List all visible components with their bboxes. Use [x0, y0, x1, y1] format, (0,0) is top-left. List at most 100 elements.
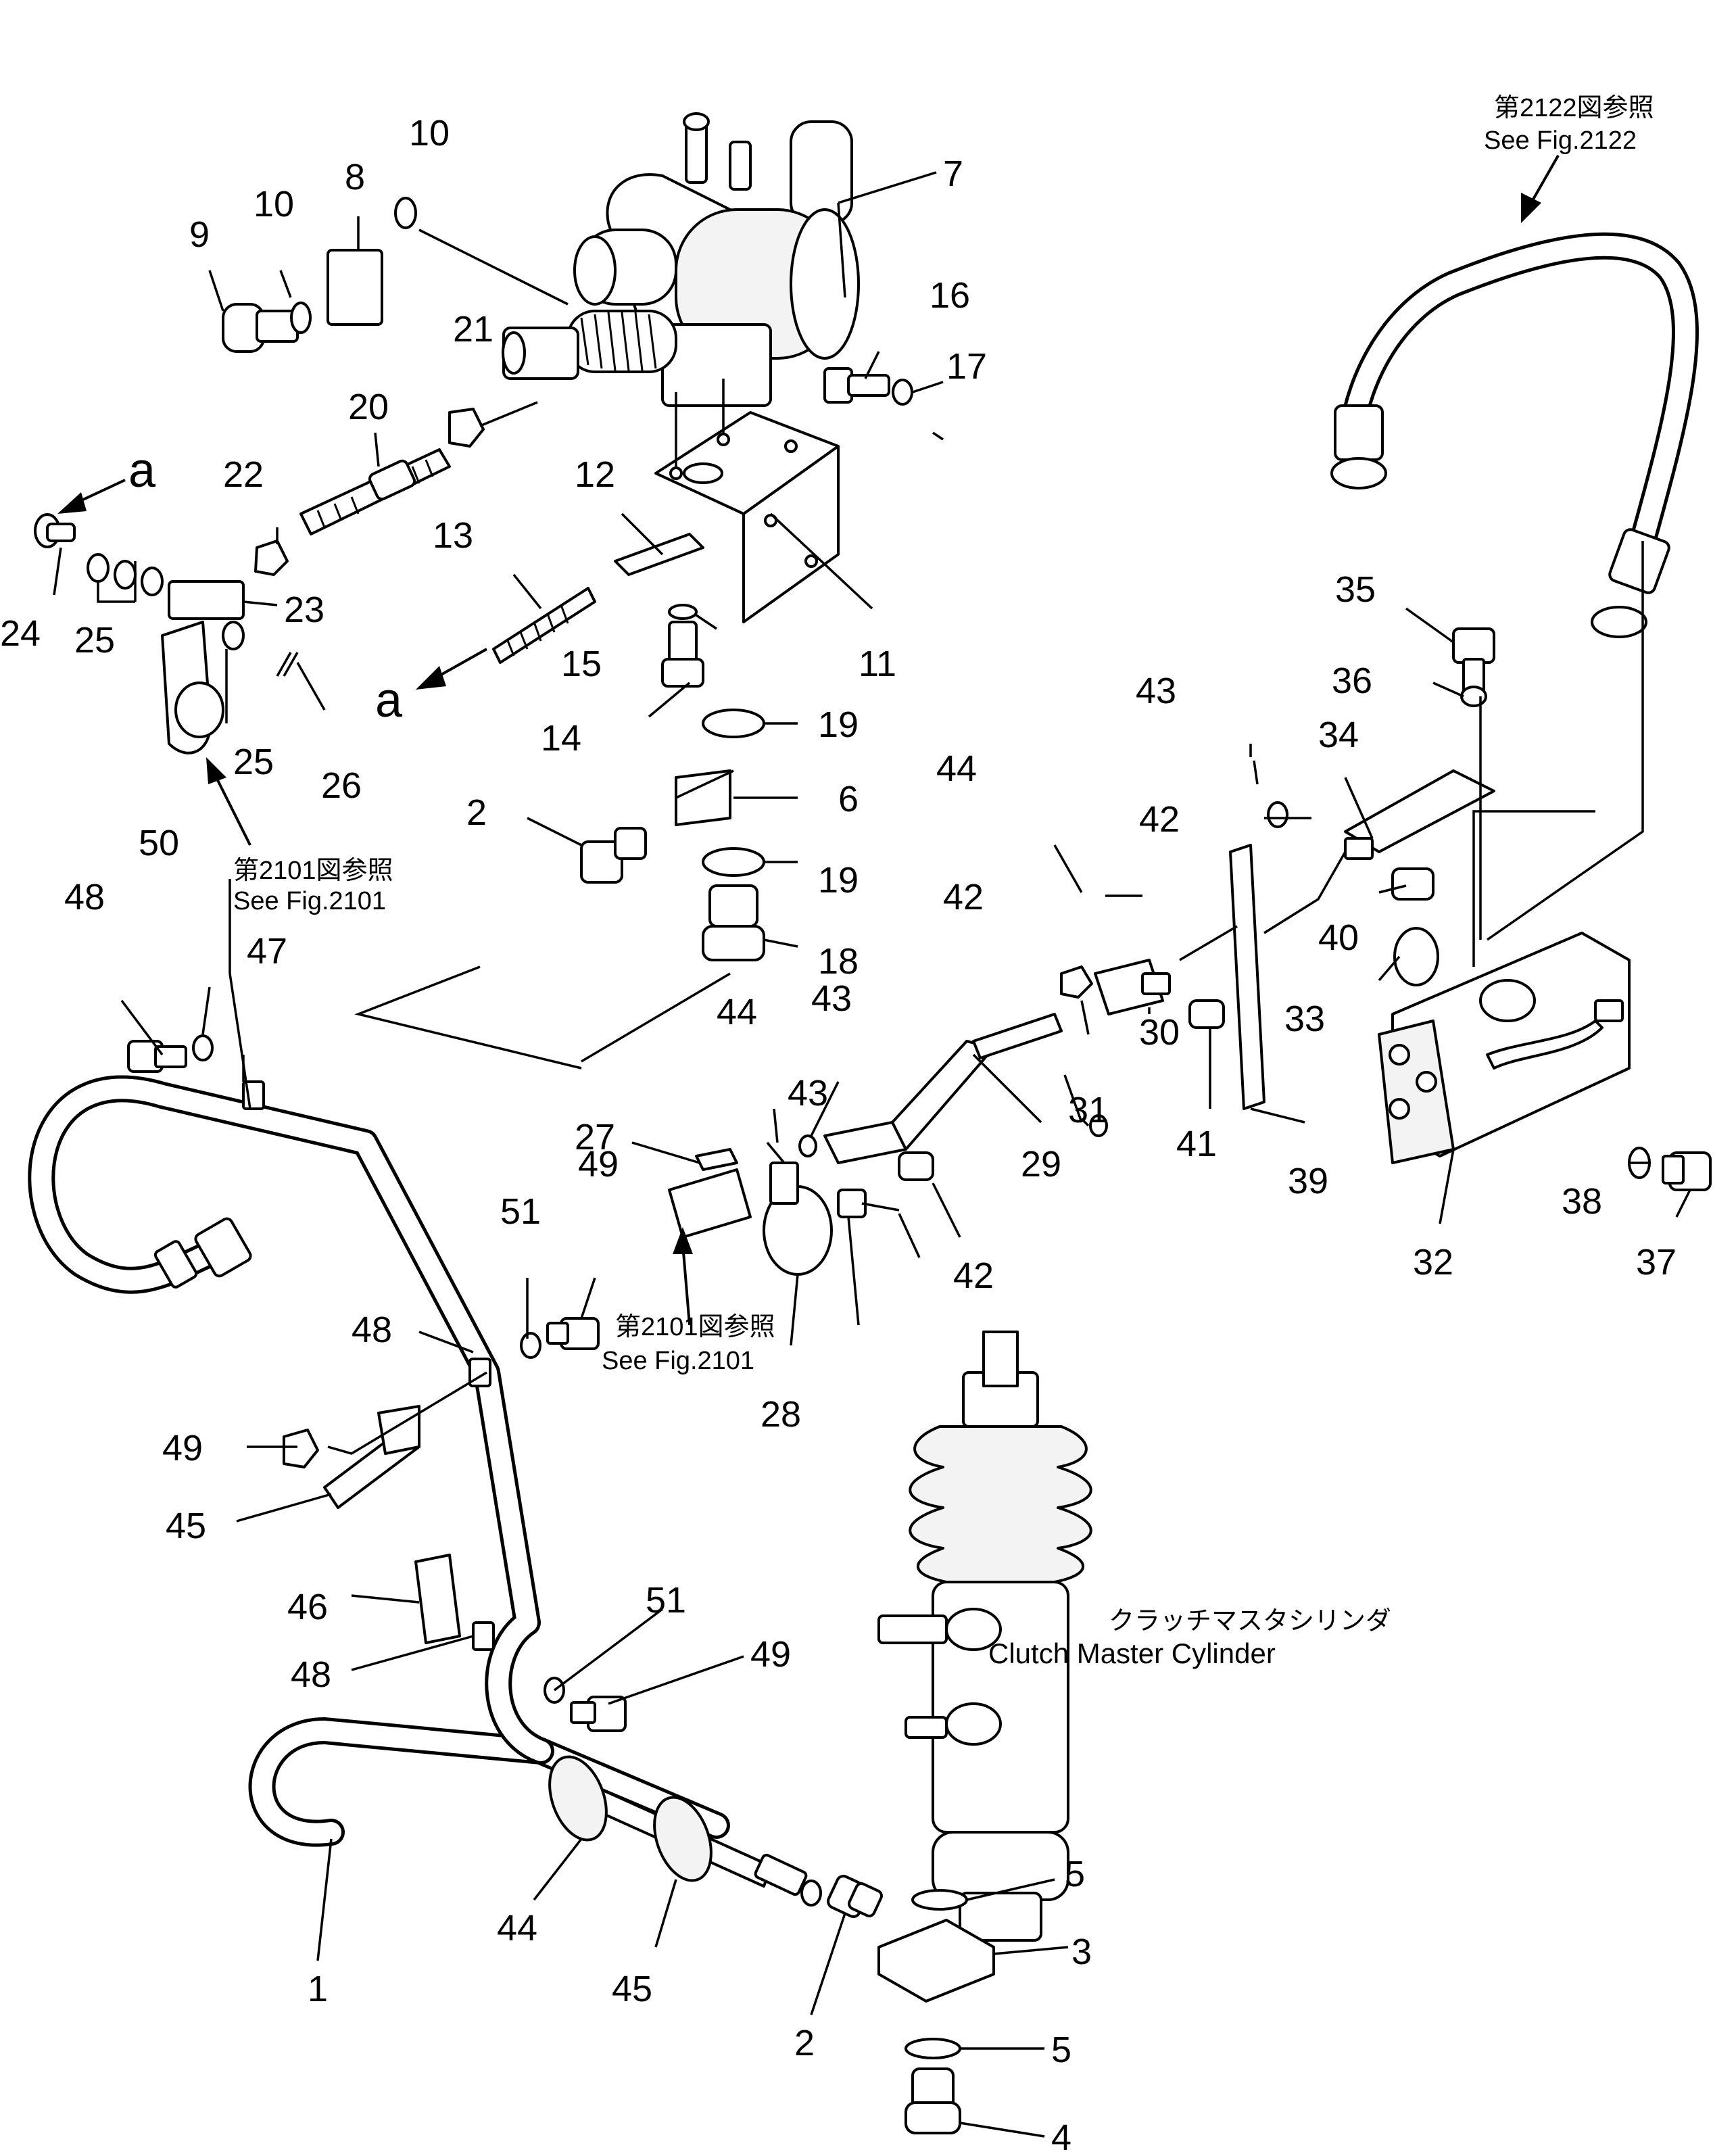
- callout: 19: [818, 860, 859, 901]
- washer-15: [668, 604, 698, 620]
- callout: 35: [1335, 569, 1376, 610]
- callout: 34: [1318, 715, 1359, 755]
- washer-38: [1460, 686, 1487, 707]
- clevis-32: [1094, 959, 1171, 1015]
- callout-numbers: 1 2 2 3 4 5 5 6 7 8 9 10 10 11 12 13 14 …: [0, 113, 1677, 2154]
- callout: 47: [247, 931, 287, 972]
- pin-24: [34, 513, 76, 548]
- cotter-pin-44b: [766, 1141, 786, 1164]
- callout: 8: [345, 157, 365, 197]
- callout: 22: [223, 454, 264, 495]
- block-6: [675, 769, 731, 826]
- plate-47: [414, 1554, 461, 1644]
- callout: 44: [717, 992, 757, 1032]
- clutch-master-cylinder: [877, 1331, 1092, 1942]
- callout: 24: [0, 613, 41, 654]
- callout: 44: [497, 1908, 537, 1948]
- nut-22: [254, 540, 289, 576]
- callout: 46: [287, 1587, 328, 1627]
- callout: 42: [953, 1255, 994, 1296]
- callout: 10: [409, 113, 450, 153]
- callout: 29: [1021, 1144, 1061, 1184]
- callout: 45: [166, 1506, 206, 1546]
- washer-5a: [911, 1889, 968, 1911]
- callout: 36: [1332, 661, 1372, 701]
- bolt-37: [1452, 627, 1495, 694]
- washers-25: [87, 553, 245, 650]
- bolt-16: [823, 367, 890, 404]
- washer-10a: [290, 302, 312, 334]
- callout: 48: [64, 877, 105, 917]
- callout: 50: [139, 823, 179, 863]
- callout: 45: [612, 1969, 652, 2009]
- callout: 41: [1176, 1124, 1217, 1164]
- callout: 43: [811, 978, 852, 1019]
- washer-10b: [394, 197, 417, 229]
- callout: 25: [233, 742, 274, 782]
- bolt-39: [1662, 1151, 1712, 1191]
- clutch-label-en: Clutch Master Cylinder: [988, 1637, 1276, 1669]
- callout: 1: [308, 1969, 328, 2009]
- callout: 42: [1139, 799, 1180, 840]
- callout: 9: [189, 214, 210, 255]
- bolt-49c: [570, 1696, 627, 1732]
- callout: 37: [1636, 1242, 1677, 1283]
- bolt-49b: [546, 1317, 600, 1350]
- block-8: [327, 249, 383, 326]
- washer-19b: [702, 847, 765, 877]
- callout: 48: [291, 1654, 331, 1695]
- pin-42c: [1391, 867, 1434, 901]
- bracket-11: [654, 379, 840, 623]
- lever-23: [161, 580, 245, 755]
- fitting-36: [1344, 837, 1374, 860]
- ref-fig2122-en: See Fig.2122: [1484, 126, 1637, 155]
- bar-41: [1229, 844, 1265, 1110]
- pipe-1: [28, 1075, 730, 1847]
- callout: 40: [1318, 917, 1359, 958]
- callout: 12: [575, 454, 615, 495]
- arrow-fig2101-left: [206, 757, 251, 846]
- callout: 49: [750, 1634, 791, 1675]
- bolt-9: [222, 303, 299, 353]
- callout: 6: [838, 779, 859, 819]
- callout: 3: [1071, 1932, 1092, 1972]
- bolt-29: [837, 1189, 867, 1218]
- cotter-pin-44a: [1253, 760, 1259, 785]
- spring-13: [492, 587, 596, 664]
- washer-19a: [702, 709, 765, 738]
- ref-fig2101b-en: See Fig.2101: [602, 1347, 754, 1375]
- arrow-fig2122: [1521, 155, 1560, 223]
- plate-12: [614, 533, 704, 576]
- callout: 5: [1065, 1854, 1085, 1894]
- callout: 51: [500, 1191, 541, 1232]
- callout: 2: [794, 2023, 815, 2063]
- union-2b: [827, 1875, 883, 1918]
- washer-43b: [798, 1134, 817, 1157]
- union-2a: [580, 827, 647, 884]
- callout: 49: [578, 1144, 619, 1184]
- cotter-pin-44c: [1063, 1074, 1083, 1123]
- callout: 51: [646, 1580, 686, 1621]
- arrow-fig2101-center: [673, 1227, 693, 1326]
- washer-17: [892, 379, 913, 406]
- shaft-28: [668, 1162, 833, 1276]
- nut-50: [283, 1429, 319, 1468]
- pipe-45-assembly: [548, 1755, 822, 1907]
- arrow-a-upper: [57, 479, 126, 514]
- callout: 5: [1051, 2030, 1071, 2070]
- callout: 31: [1068, 1090, 1109, 1130]
- ref-fig2122-jp: 第2122図参照: [1494, 94, 1654, 122]
- ref-fig2101b-jp: 第2101図参照: [615, 1313, 775, 1341]
- o-ring-35: [1393, 927, 1439, 986]
- ref-fig2101a-jp: 第2101図参照: [233, 857, 393, 885]
- bolt-4: [905, 2067, 961, 2134]
- clip-48c: [472, 1621, 495, 1651]
- callout: 17: [946, 346, 987, 387]
- washer-51b: [520, 1332, 541, 1359]
- callout: 49: [162, 1428, 203, 1468]
- clutch-label-jp: クラッチマスタシリンダ: [1109, 1607, 1391, 1635]
- callout: 38: [1562, 1181, 1602, 1222]
- callout: 42: [943, 877, 984, 917]
- callout: 4: [1051, 2117, 1071, 2154]
